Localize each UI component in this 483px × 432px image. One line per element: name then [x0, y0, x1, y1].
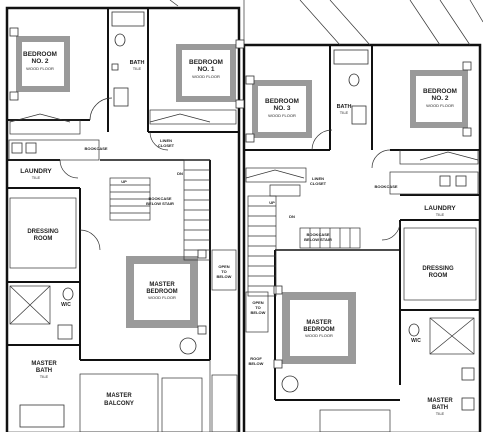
label-bedroom2-left-no: NO. 2	[32, 58, 49, 65]
label-bedroom3: BEDROOM	[265, 98, 299, 105]
label-master-right-floor: WOOD FLOOR	[305, 333, 333, 338]
label-laundry-right: LAUNDRY	[424, 205, 456, 212]
label-open-below-right-2: TO	[255, 305, 260, 310]
label-bath-right: BATH	[337, 104, 352, 110]
label-bookcase-left: BOOKCASE	[84, 146, 107, 151]
label-master-balcony-2: BALCONY	[104, 401, 134, 407]
label-bath-left: BATH	[130, 60, 145, 66]
nightstands	[9, 27, 472, 369]
stairs-left	[109, 159, 237, 291]
label-dressing-right: DRESSING	[422, 266, 454, 272]
label-bookcase-stair-right-2: BELOW STAIR	[304, 237, 332, 242]
label-roof-below-2: BELOW	[249, 361, 264, 366]
label-master-bath-left: MASTER	[31, 361, 57, 367]
label-master-left-floor: WOOD FLOOR	[148, 295, 176, 300]
chairs	[179, 337, 299, 393]
label-master-right: MASTER	[306, 320, 332, 326]
label-bookcase-stair-right: BOOKCASE	[306, 232, 329, 237]
stairs-right	[245, 184, 361, 333]
label-bedroom3-floor: WOOD FLOOR	[268, 113, 296, 118]
label-bedroom2-left: BEDROOM	[23, 51, 57, 58]
bath-fixtures-right	[333, 49, 369, 125]
label-master-bath-right-floor: TILE	[436, 411, 445, 416]
laundry-counters	[8, 139, 479, 195]
bed-master-left	[126, 256, 198, 328]
label-open-below-left: OPEN	[218, 264, 229, 269]
label-open-below-right: OPEN	[252, 300, 263, 305]
label-linen-right: LINEN	[312, 176, 324, 181]
label-dn-left: DN	[177, 171, 183, 176]
label-linen-right-2: CLOSET	[310, 181, 327, 186]
label-master-left: MASTER	[149, 282, 175, 288]
label-laundry-right-floor: TILE	[436, 212, 445, 217]
label-master-bath-right-2: BATH	[432, 405, 448, 411]
bed-bedroom2-right	[410, 70, 468, 128]
label-master-balcony: MASTER	[106, 393, 132, 399]
label-dn-right: DN	[289, 214, 295, 219]
label-bookcase-stair-left: BOOKCASE	[148, 196, 171, 201]
label-master-bath-right: MASTER	[427, 398, 453, 404]
label-bath-left-floor: TILE	[133, 66, 142, 71]
label-dressing-left: DRESSING	[27, 229, 59, 235]
label-bedroom2-right: BEDROOM	[423, 88, 457, 95]
label-laundry-left-floor: TILE	[32, 175, 41, 180]
balcony-and-roof	[79, 360, 391, 432]
beds	[16, 36, 468, 364]
label-master-right-2: BEDROOM	[303, 327, 334, 333]
door-swings	[59, 97, 401, 251]
bed-bedroom3	[252, 80, 312, 138]
label-bedroom3-no: NO. 3	[274, 105, 291, 112]
label-laundry-left: LAUNDRY	[20, 168, 52, 175]
label-bath-right-floor: TILE	[340, 110, 349, 115]
label-bedroom1-no: NO. 1	[198, 66, 215, 73]
label-wc-left: W/C	[61, 302, 71, 308]
closets	[9, 109, 479, 183]
label-bedroom2-left-floor: WOOD FLOOR	[26, 66, 54, 71]
label-master-bath-left-floor: TILE	[40, 374, 49, 379]
label-open-below-left-2: TO	[221, 269, 226, 274]
label-master-left-2: BEDROOM	[146, 289, 177, 295]
label-roof-below: ROOF	[250, 356, 262, 361]
label-bookcase-stair-left-2: BELOW STAIR	[146, 201, 174, 206]
bed-bedroom1	[176, 44, 236, 102]
room-labels: BEDROOM NO. 2 WOOD FLOOR BEDROOM NO. 1 W…	[20, 51, 457, 416]
label-bedroom1-floor: WOOD FLOOR	[192, 74, 220, 79]
master-bath-right-fixtures	[408, 317, 475, 411]
right-unit-walls	[242, 43, 482, 432]
label-open-below-right-3: BELOW	[251, 310, 266, 315]
roof-lines	[169, 0, 483, 46]
label-wc-right: W/C	[411, 338, 421, 344]
label-master-bath-left-2: BATH	[36, 368, 52, 374]
label-linen-left: LINEN	[160, 138, 172, 143]
label-bedroom1: BEDROOM	[189, 59, 223, 66]
label-bedroom2-right-floor: WOOD FLOOR	[426, 103, 454, 108]
bath-fixtures-left	[111, 11, 145, 107]
label-bookcase-right: BOOKCASE	[374, 184, 397, 189]
label-bedroom2-right-no: NO. 2	[432, 95, 449, 102]
bed-bedroom2-left	[16, 36, 70, 92]
label-dressing-left-2: ROOM	[34, 236, 53, 242]
master-bath-left-fixtures	[9, 285, 74, 428]
bed-master-right	[282, 292, 356, 364]
label-linen-left-2: CLOSET	[158, 143, 175, 148]
label-dressing-right-2: ROOM	[429, 273, 448, 279]
label-open-below-left-3: BELOW	[217, 274, 232, 279]
label-up-left: UP	[121, 179, 127, 184]
label-up-right: UP	[269, 200, 275, 205]
